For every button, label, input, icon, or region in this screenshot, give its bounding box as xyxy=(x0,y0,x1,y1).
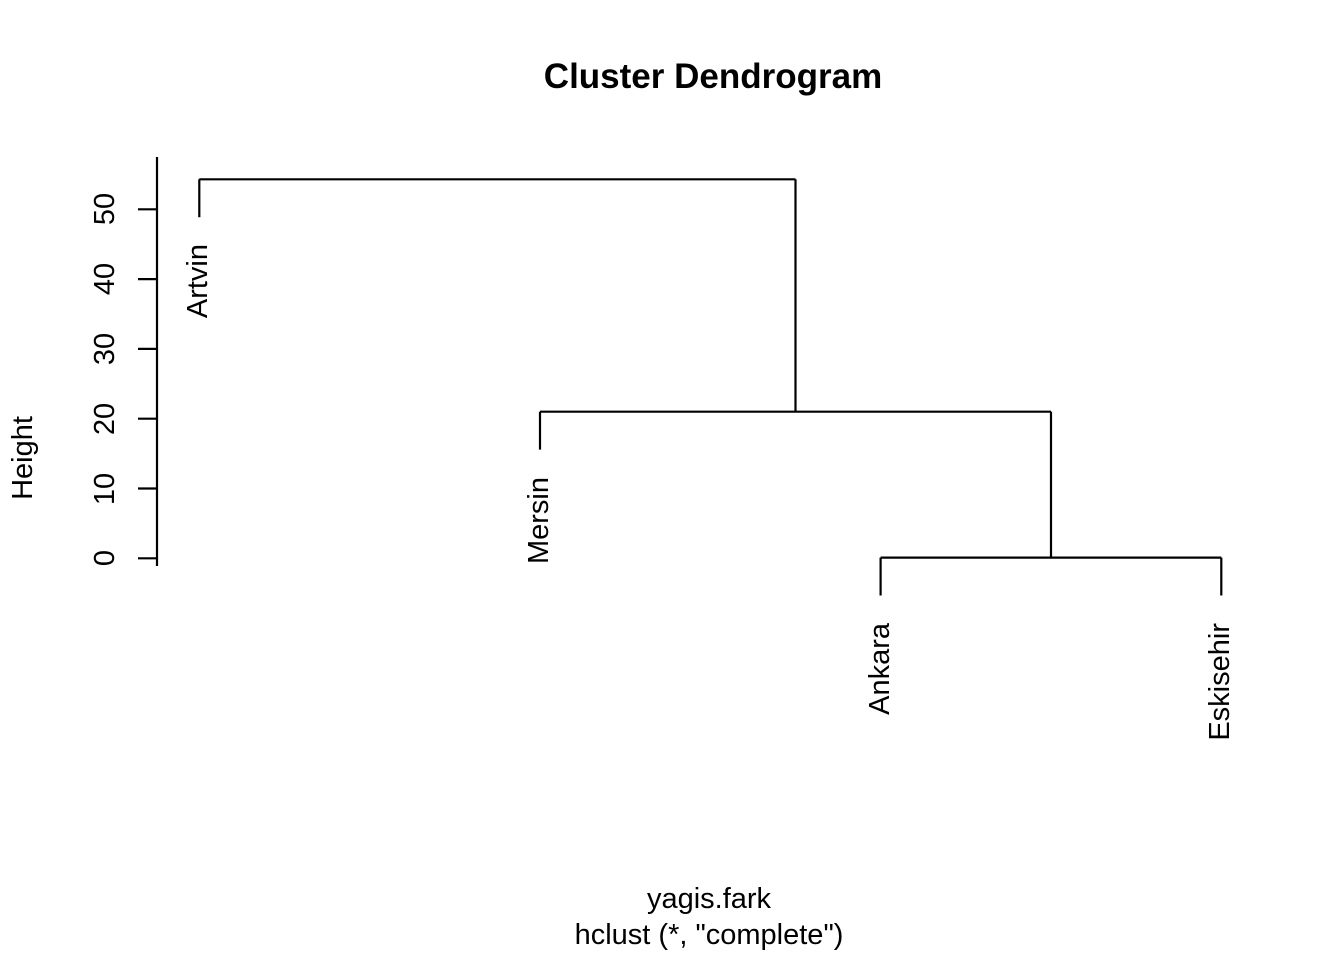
chart-title: Cluster Dendrogram xyxy=(543,57,883,96)
leaf-label-ankara: Ankara xyxy=(863,622,896,715)
leaf-label-mersin: Mersin xyxy=(523,476,555,564)
y-axis-title: Height xyxy=(7,416,39,500)
leaf-label-artvin: Artvin xyxy=(182,244,215,319)
dendrogram-lines xyxy=(198,178,1223,596)
y-tick-label-50: 50 xyxy=(89,193,121,226)
y-axis-ticks xyxy=(138,208,157,560)
caption-method: hclust (*, "complete") xyxy=(574,919,844,951)
caption-data-name: yagis.fark xyxy=(646,883,772,915)
leaf-label-eskisehir: Eskisehir xyxy=(1204,622,1237,741)
